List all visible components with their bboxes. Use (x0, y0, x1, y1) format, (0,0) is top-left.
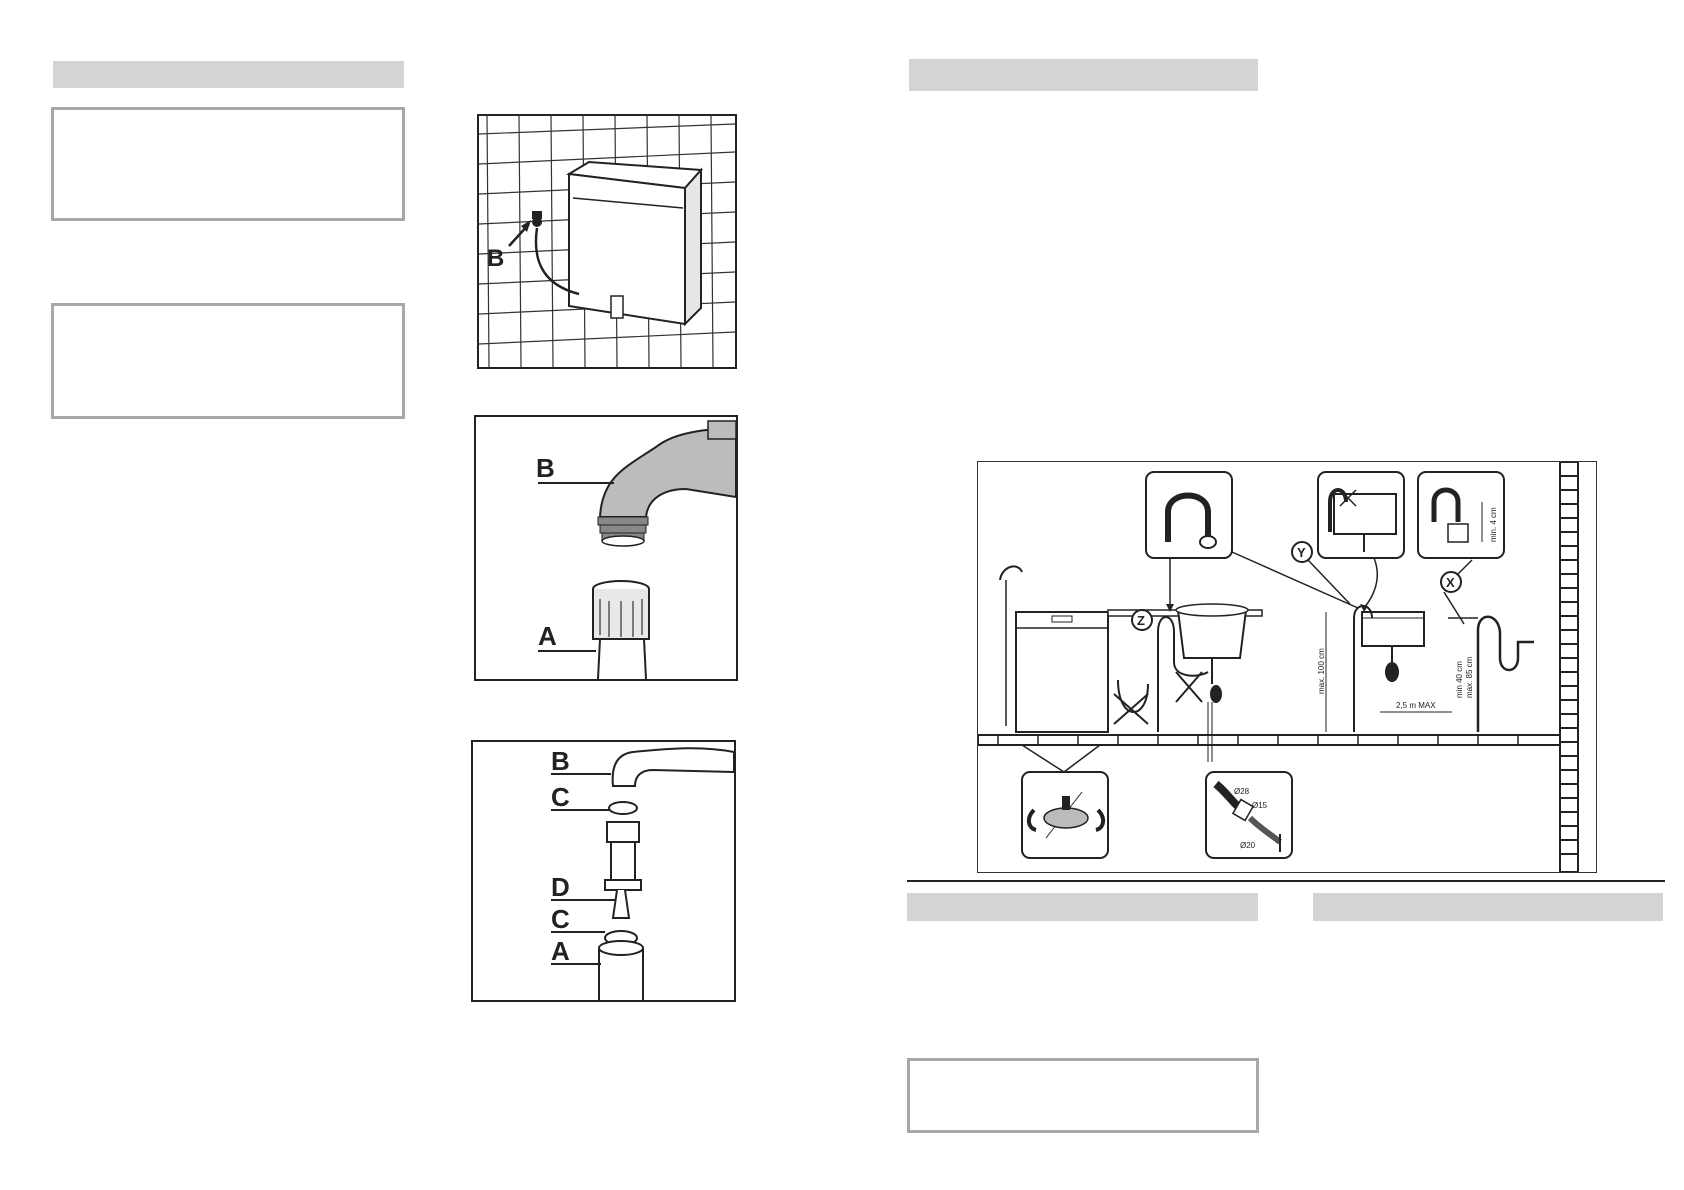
figure-tap-connector-drawing: B A (536, 420, 736, 679)
diagram-marker-x: X (1446, 575, 1455, 590)
left-note-box-1 (51, 107, 405, 221)
section-divider-rule (907, 880, 1665, 882)
diagram-dim-min-40: min 40 cm (1455, 661, 1464, 698)
diagram-marker-y: Y (1297, 545, 1306, 560)
figure2-label-b: B (536, 453, 555, 483)
figure-tap-connector: B A (474, 415, 738, 681)
left-section-header-bar (53, 61, 404, 88)
figure3-label-b: B (551, 746, 570, 776)
diagram-dim-d28: Ø28 (1234, 787, 1250, 796)
diagram-dim-d15: Ø15 (1252, 801, 1268, 810)
figure-tap-adapter-drawing: B C D C A (551, 746, 734, 1000)
figure-dishwasher-tap: B (477, 114, 737, 369)
figure-tap-adapter: B C D C A (471, 740, 736, 1002)
figure2-label-a: A (538, 621, 557, 651)
right-section-header-bar-bottom-left (907, 893, 1258, 921)
diagram-dim-max-85: max. 85 cm (1465, 656, 1474, 698)
drain-hose-diagram: Z Y min. 4 cm X (977, 461, 1597, 873)
diagram-dim-d20: Ø20 (1240, 841, 1256, 850)
figure3-label-c-bottom: C (551, 904, 570, 934)
diagram-dim-min-4: min. 4 cm (1489, 507, 1498, 542)
right-section-header-bar-bottom-right (1313, 893, 1663, 921)
figure3-label-a: A (551, 936, 570, 966)
diagram-dim-max-100: max. 100 cm (1317, 648, 1326, 694)
figure-dishwasher-tap-drawing: B (479, 116, 735, 367)
diagram-dim-2-5-max: 2,5 m MAX (1396, 701, 1436, 710)
figure3-label-c-top: C (551, 782, 570, 812)
drain-hose-diagram-drawing: Z Y min. 4 cm X (977, 461, 1579, 873)
left-note-box-2 (51, 303, 405, 419)
figure1-label-b: B (487, 245, 504, 272)
right-note-box (907, 1058, 1259, 1133)
figure3-label-d: D (551, 872, 570, 902)
right-section-header-bar-top (909, 59, 1258, 91)
diagram-marker-z: Z (1137, 613, 1145, 628)
